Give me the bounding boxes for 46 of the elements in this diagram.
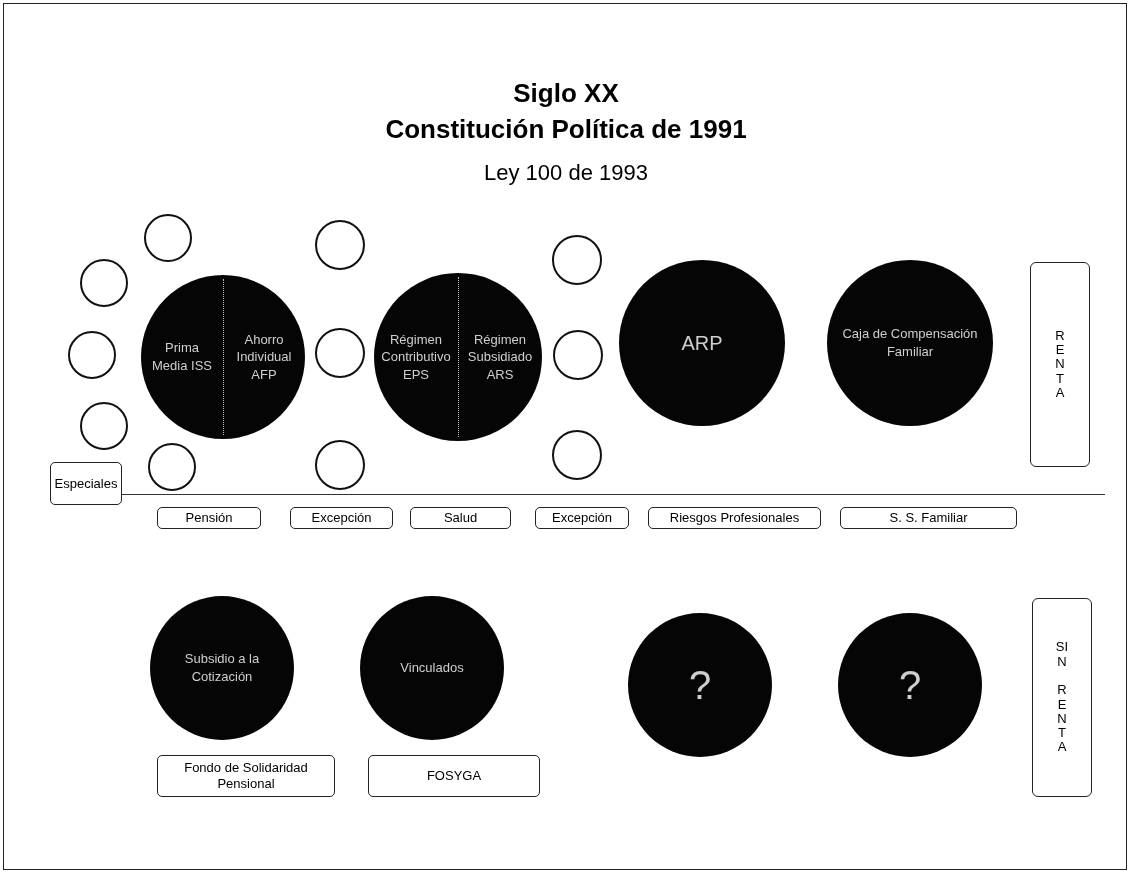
circle-text: Régimen Subsidiado ARS [466,330,534,384]
law-subtitle: Ley 100 de 1993 [483,160,649,186]
vertical-label-box [1032,598,1092,797]
label-box [50,462,122,505]
circle-text: Caja de Compensación Familiar [841,325,979,361]
vertical-label: RENTA [1054,328,1066,401]
vertical-label-box [1030,262,1090,467]
empty-circle [552,235,602,285]
empty-circle [148,443,196,491]
box-label: Fondo de Solidaridad Pensional [183,760,309,792]
label-box [157,755,335,797]
label-box [157,507,261,529]
box-label: Excepción [311,510,372,526]
empty-circle [80,402,128,450]
empty-circle [315,220,365,270]
subtitle: Constitución Política de 1991 [384,114,748,145]
circle-text: ARP [680,330,724,356]
question-mark: ? [897,662,923,709]
circle-text: Prima Media ISS [151,339,213,375]
label-box [535,507,629,529]
box-label: Riesgos Profesionales [669,510,800,526]
box-label: Excepción [552,510,612,526]
empty-circle [80,259,128,307]
question-mark: ? [687,662,713,709]
label-box [840,507,1017,529]
title: Siglo XX [512,78,620,109]
label-box [368,755,540,797]
circle-text: Ahorro Individual AFP [235,330,293,384]
label-box [648,507,821,529]
box-label: FOSYGA [426,768,482,784]
empty-circle [68,331,116,379]
label-box [290,507,393,529]
box-label: Salud [443,510,478,526]
empty-circle [553,330,603,380]
circle-text: Subsidio a la Cotización [183,650,261,686]
empty-circle [144,214,192,262]
empty-circle [315,328,365,378]
empty-circle [552,430,602,480]
empty-circle [315,440,365,490]
circle-text: Vinculados [399,659,465,677]
label-box [410,507,511,529]
box-label: Especiales [54,475,118,492]
circle-text: Régimen Contributivo EPS [380,330,452,384]
box-label: Pensión [185,510,233,526]
box-label: S. S. Familiar [889,510,968,526]
vertical-label: SIN RENTA [1055,640,1069,755]
